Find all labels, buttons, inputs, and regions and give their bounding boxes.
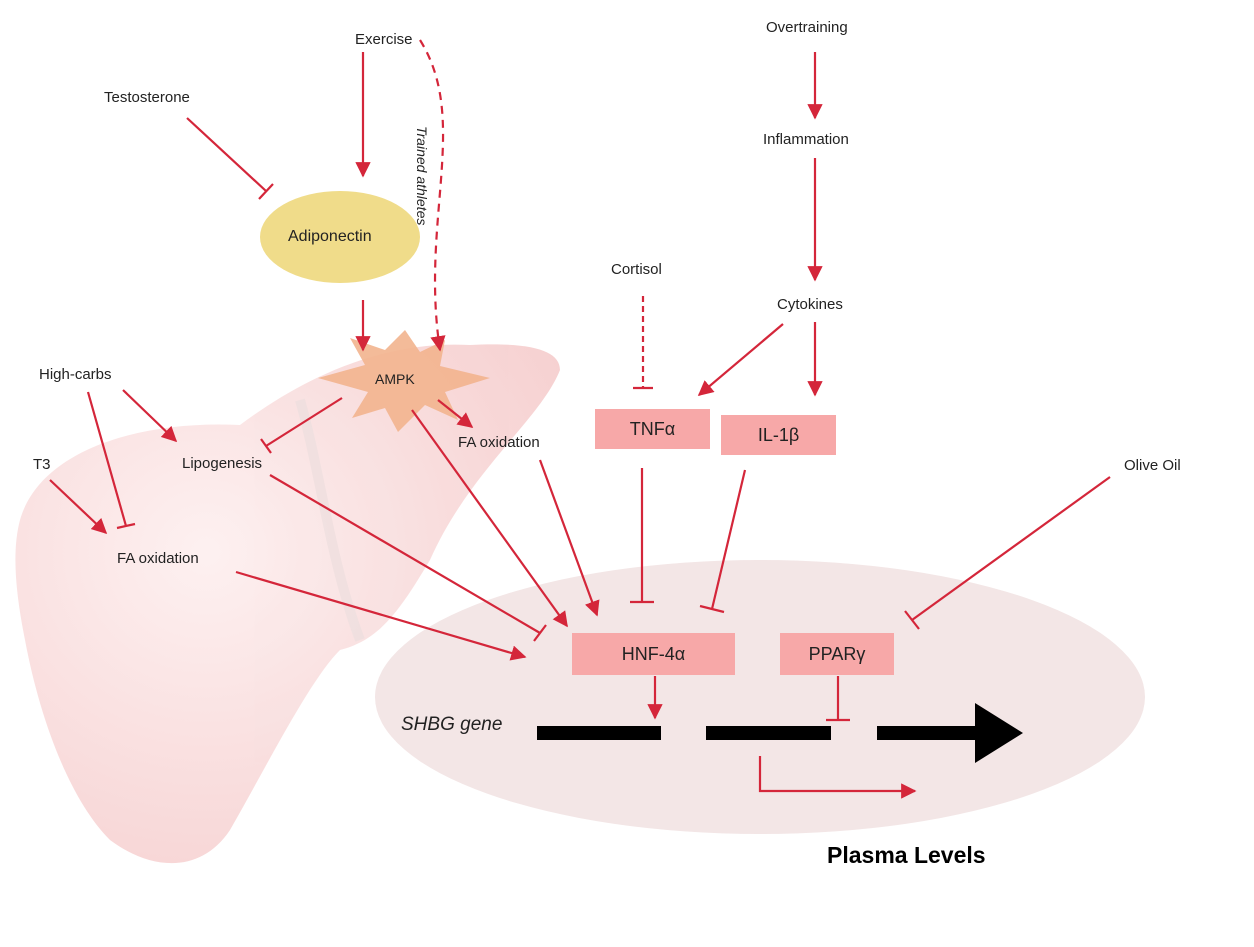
- edge-faox2-hnf4a: [538, 459, 600, 617]
- adiponectin-node: [260, 191, 420, 283]
- cortisol-label: Cortisol: [611, 261, 662, 278]
- edge-lipogenesis-hnf4a: [269, 474, 541, 634]
- edge-highcarbs-faox: [86, 391, 128, 527]
- edges: [49, 39, 1111, 799]
- edge-ampk-hnf4a: [411, 409, 568, 628]
- lipogenesis-label: Lipogenesis: [182, 455, 263, 472]
- ppary-box: PPARγ: [780, 633, 894, 675]
- edge-highcarbs-lipogenesis: [122, 389, 178, 443]
- adiponectin-label: Adiponectin: [288, 228, 372, 245]
- overtraining-label: Overtraining: [766, 19, 848, 36]
- tnfa-box: TNFα: [595, 409, 710, 449]
- edge-ampk-lipogenesis: [265, 397, 343, 447]
- edge-t3-faox: [49, 479, 108, 535]
- hnf4a-box: HNF-4α: [572, 633, 735, 675]
- edge-exercise-ampk-trained: [419, 39, 446, 352]
- olive-oil-label: Olive Oil: [1124, 457, 1181, 474]
- plasma-levels-label: Plasma Levels: [827, 842, 986, 868]
- gene-bar-2: [706, 726, 831, 740]
- nucleus-ellipse: [375, 560, 1145, 834]
- il1b-box: IL-1β: [721, 415, 836, 455]
- exercise-label: Exercise: [355, 31, 413, 48]
- ampk-label: AMPK: [375, 371, 415, 387]
- cytokines-label: Cytokines: [777, 296, 843, 313]
- edge-oliveoil-ppary: [911, 476, 1111, 621]
- edge-faox-hnf4a: [235, 570, 527, 661]
- liver-silhouette: [15, 344, 561, 864]
- fa-oxidation-right-label: FA oxidation: [458, 434, 540, 451]
- inflammation-label: Inflammation: [763, 131, 849, 148]
- edge-ampk-faox: [437, 399, 474, 428]
- transcription-arrow: [758, 756, 917, 799]
- gene-direction-arrow: [877, 703, 1023, 763]
- edge-cytokines-tnfa: [697, 323, 784, 396]
- fa-oxidation-left-label: FA oxidation: [117, 550, 199, 567]
- shbg-gene-label: SHBG gene: [401, 714, 503, 735]
- trained-athletes-label: Trained athletes: [414, 126, 430, 226]
- t3-label: T3: [33, 456, 51, 473]
- high-carbs-label: High-carbs: [39, 366, 112, 383]
- edge-il1b-hnf4a: [710, 469, 747, 610]
- gene-bar-1: [537, 726, 661, 740]
- edge-testosterone-adiponectin: [186, 117, 267, 192]
- testosterone-label: Testosterone: [104, 89, 190, 106]
